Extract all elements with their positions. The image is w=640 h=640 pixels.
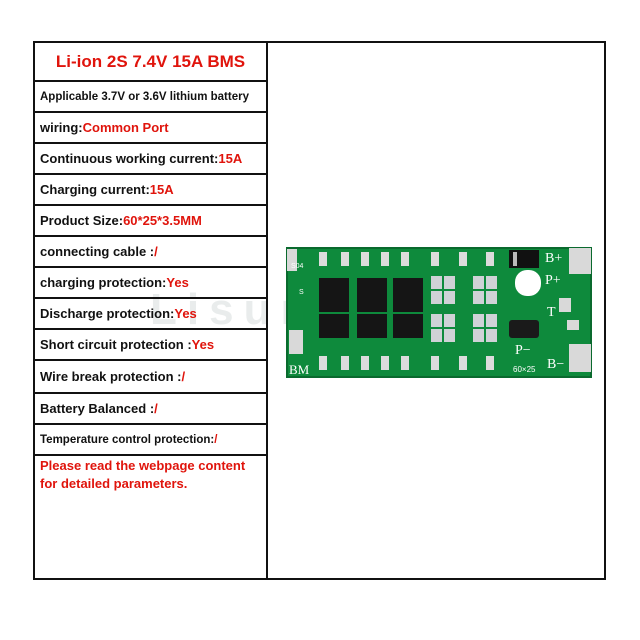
applicable-row: Applicable 3.7V or 3.6V lithium battery bbox=[35, 82, 266, 113]
spec-label: charging protection: bbox=[40, 275, 167, 290]
spec-value: 15A bbox=[218, 151, 243, 166]
spec-value: / bbox=[154, 244, 158, 259]
spec-value: Common Port bbox=[82, 120, 169, 135]
spec-row-connecting-cable: connecting cable :/ bbox=[35, 237, 266, 268]
label-t: T bbox=[547, 305, 556, 320]
label-pplus: P+ bbox=[545, 273, 561, 288]
spec-row-charging-current: Charging current:15A bbox=[35, 175, 266, 206]
spec-value: Yes bbox=[191, 337, 215, 352]
spec-value: 15A bbox=[149, 182, 174, 197]
spec-value: / bbox=[181, 369, 186, 384]
label-size: 60×25 bbox=[513, 365, 536, 374]
bottom-components bbox=[319, 356, 494, 370]
spec-row-short-circuit: Short circuit protection :Yes bbox=[35, 330, 266, 361]
spec-value: Yes bbox=[174, 306, 197, 321]
spec-label: connecting cable : bbox=[40, 244, 155, 259]
label-pminus: P− bbox=[515, 343, 531, 358]
spec-row-wiring: wiring:Common Port bbox=[35, 113, 266, 144]
spec-label: Short circuit protection : bbox=[40, 337, 192, 352]
spec-column: Li-ion 2S 7.4V 15A BMS Applicable 3.7V o… bbox=[35, 43, 268, 578]
spec-label: Temperature control protection: bbox=[40, 433, 215, 446]
spec-row-charging-protection: charging protection: Yes bbox=[35, 268, 266, 299]
label-s: S bbox=[299, 289, 304, 296]
label-s04: S04 bbox=[291, 263, 304, 270]
pad-bplus bbox=[569, 248, 591, 274]
pad-bm bbox=[289, 330, 303, 354]
label-bminus: B− bbox=[547, 357, 564, 372]
spec-label: Discharge protection: bbox=[40, 306, 175, 321]
spec-value: / bbox=[154, 401, 158, 416]
spec-label: Product Size: bbox=[40, 213, 124, 228]
spec-row-product-size: Product Size:60*25*3.5MM bbox=[35, 206, 266, 237]
pad-t bbox=[559, 298, 571, 312]
spec-label: Battery Balanced : bbox=[40, 401, 155, 416]
pad-left-top bbox=[287, 249, 297, 271]
product-title: Li-ion 2S 7.4V 15A BMS bbox=[35, 43, 266, 82]
spec-row-discharge-protection: Discharge protection: Yes bbox=[35, 299, 266, 330]
spec-value: / bbox=[214, 433, 218, 446]
spec-label: Wire break protection : bbox=[40, 369, 182, 384]
ic-chip bbox=[509, 320, 539, 338]
pad-small bbox=[567, 320, 579, 330]
label-bm: BM bbox=[289, 362, 310, 377]
board-cutout bbox=[515, 270, 541, 296]
note-text: Please read the webpage content for deta… bbox=[40, 458, 246, 491]
mosfet-group bbox=[319, 278, 423, 338]
pad-bminus bbox=[569, 344, 591, 372]
spec-value: 60*25*3.5MM bbox=[123, 213, 202, 228]
bms-board-image: B+ P+ T P− B− BM 60×25 S04 S bbox=[286, 247, 592, 378]
spec-value: Yes bbox=[166, 275, 189, 290]
spec-row-wire-break: Wire break protection :/ bbox=[35, 361, 266, 394]
spec-label: wiring: bbox=[40, 120, 83, 135]
label-bplus: B+ bbox=[545, 251, 562, 266]
top-components bbox=[319, 252, 494, 266]
spec-row-battery-balanced: Battery Balanced :/ bbox=[35, 394, 266, 425]
spec-table: Li-ion 2S 7.4V 15A BMS Applicable 3.7V o… bbox=[33, 41, 606, 580]
spec-row-continuous-current: Continuous working current:15A bbox=[35, 144, 266, 175]
spec-row-temperature-control: Temperature control protection:/ bbox=[35, 425, 266, 456]
spec-label: Charging current: bbox=[40, 182, 150, 197]
spec-label: Continuous working current: bbox=[40, 151, 219, 166]
